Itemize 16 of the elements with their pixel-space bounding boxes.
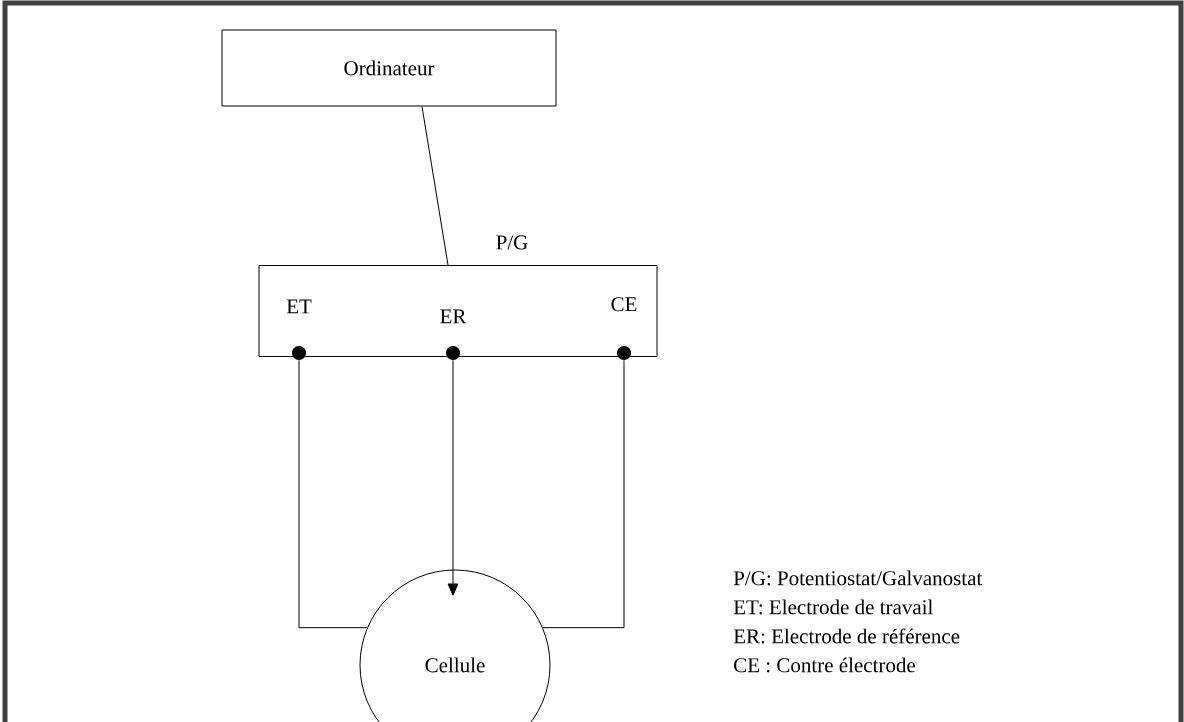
node-label: ET: [286, 299, 312, 314]
node-label: CE: [611, 297, 637, 312]
abbreviation-note: P/G: Potentiostat/Galvanostat: [733, 570, 983, 586]
abbreviation-note: ER: Electrode de référence: [733, 628, 960, 644]
connector: [542, 359, 625, 629]
connector: [298, 359, 368, 629]
computer-box: Ordinateur: [221, 29, 557, 107]
connector: [447, 359, 459, 596]
abbreviation-note: CE : Contre électrode: [734, 657, 916, 673]
node-label: ER: [440, 309, 467, 324]
node-label: P/G: [496, 235, 528, 250]
terminal: CE: [611, 297, 637, 360]
terminal: ET: [286, 299, 312, 360]
abbreviation-note: ET: Electrode de travail: [733, 599, 933, 615]
terminal: ER: [440, 309, 467, 360]
connector: [421, 106, 449, 266]
